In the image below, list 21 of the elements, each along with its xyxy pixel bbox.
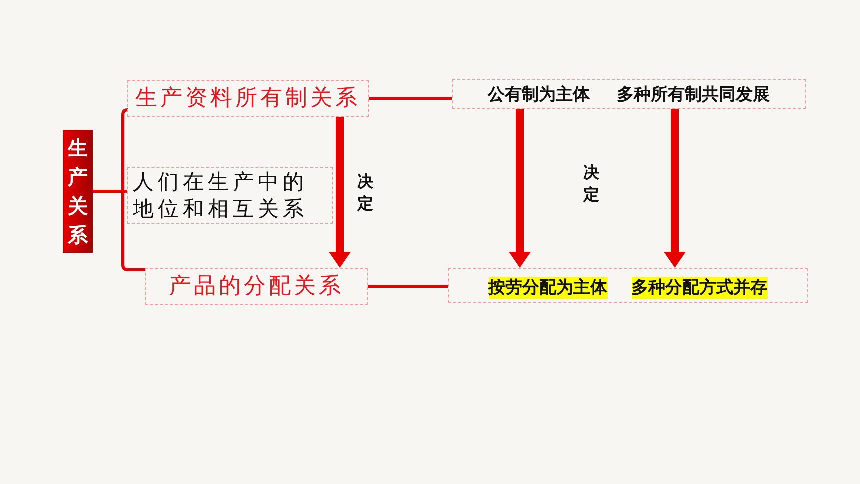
- relation-text: 人们在生产中的地位和相互关系: [133, 168, 309, 222]
- down-arrow: [329, 117, 351, 268]
- dashed-frame: [145, 268, 368, 305]
- policy-text: 公有制为主体: [488, 84, 590, 106]
- connector-line: [369, 97, 452, 100]
- title-bar: [63, 130, 93, 253]
- dashed-frame: [127, 167, 333, 224]
- arrow-label: 决定: [583, 162, 600, 206]
- highlighted-text: 多种分配方式并存: [632, 277, 768, 299]
- down-arrow: [664, 109, 686, 268]
- down-arrow: [509, 109, 531, 268]
- edge-label: 决定: [357, 170, 374, 214]
- policy-text: 多种所有制共同发展: [617, 84, 770, 106]
- dashed-frame: [448, 268, 808, 303]
- dashed-frame: [127, 80, 369, 117]
- bracket-line: [93, 190, 145, 272]
- dashed-frame: [452, 79, 806, 109]
- title-text: 生产关系: [67, 134, 89, 248]
- relation-text: 产品的分配关系: [169, 272, 344, 300]
- connector-line: [368, 285, 448, 288]
- relation-text: 生产资料所有制关系: [136, 84, 360, 112]
